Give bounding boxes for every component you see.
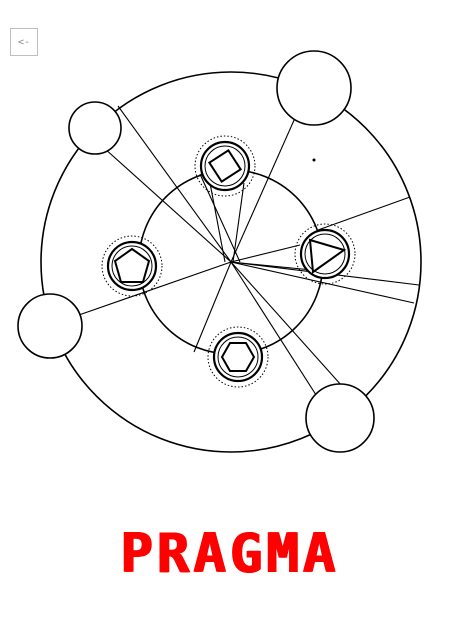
- back-arrow-icon: <-: [17, 36, 31, 48]
- square-glyph: [207, 148, 243, 184]
- orb-left[interactable]: [17, 293, 83, 359]
- square-socket[interactable]: [194, 135, 256, 197]
- orb-bottom-right[interactable]: [305, 383, 375, 453]
- orb-top-right[interactable]: [276, 50, 352, 126]
- triangle-socket[interactable]: [294, 223, 356, 285]
- dot-mark: [312, 158, 316, 162]
- triangle-glyph: [308, 238, 347, 274]
- ritual-diagram: [17, 50, 422, 453]
- game-title: PRAGMA: [120, 522, 340, 585]
- back-button[interactable]: <-: [10, 28, 38, 56]
- outer-ring: [40, 71, 422, 453]
- hexagon-glyph: [220, 342, 256, 372]
- pentagon-glyph: [113, 247, 151, 283]
- hexagon-socket[interactable]: [207, 326, 269, 388]
- orb-top-left[interactable]: [68, 101, 122, 155]
- pentagon-socket[interactable]: [101, 235, 163, 297]
